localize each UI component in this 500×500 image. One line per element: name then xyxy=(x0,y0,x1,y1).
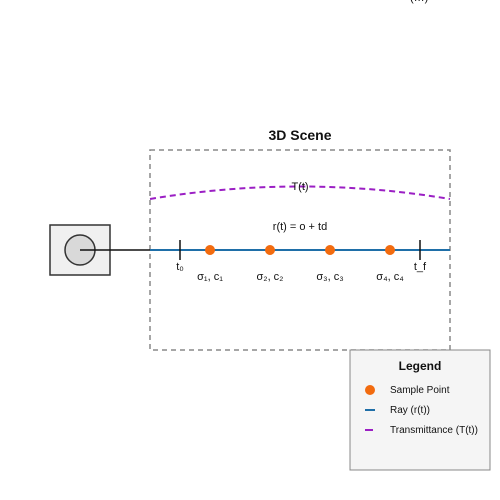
sample-point: σ₄, c₄ xyxy=(376,245,404,283)
legend-sample-label: Sample Point xyxy=(390,385,450,396)
t-far-label: t_f xyxy=(414,261,427,273)
legend-sample-icon xyxy=(365,385,375,395)
transmittance-label: T(t) xyxy=(291,181,308,193)
legend-ray-label: Ray (r(t)) xyxy=(390,405,430,416)
sample-marker xyxy=(325,245,335,255)
t-near-label: t₀ xyxy=(176,261,184,273)
sample-marker xyxy=(385,245,395,255)
sample-label: σ₂, c₂ xyxy=(257,271,284,283)
transmittance-curve xyxy=(149,185,451,200)
scene-title: 3D Scene xyxy=(268,127,331,143)
sample-point: σ₃, c₃ xyxy=(316,245,344,283)
sample-point: σ₁, c₁ xyxy=(197,245,223,283)
sample-marker xyxy=(205,245,215,255)
legend-transmittance-label: Transmittance (T(t)) xyxy=(390,425,478,436)
sample-label: σ₄, c₄ xyxy=(376,271,404,283)
ray-equation: r(t) = o + td xyxy=(273,221,327,233)
legend-title: Legend xyxy=(399,359,442,373)
header-fragment: (…) xyxy=(410,0,428,4)
legend: Legend Sample Point Ray (r(t)) Transmitt… xyxy=(349,349,491,471)
sample-marker xyxy=(265,245,275,255)
sample-points: σ₁, c₁ σ₂, c₂ σ₃, c₃ σ₄, c₄ xyxy=(197,245,404,283)
sample-point: σ₂, c₂ xyxy=(257,245,284,283)
sample-label: σ₃, c₃ xyxy=(316,271,343,283)
sample-label: σ₁, c₁ xyxy=(197,271,223,283)
